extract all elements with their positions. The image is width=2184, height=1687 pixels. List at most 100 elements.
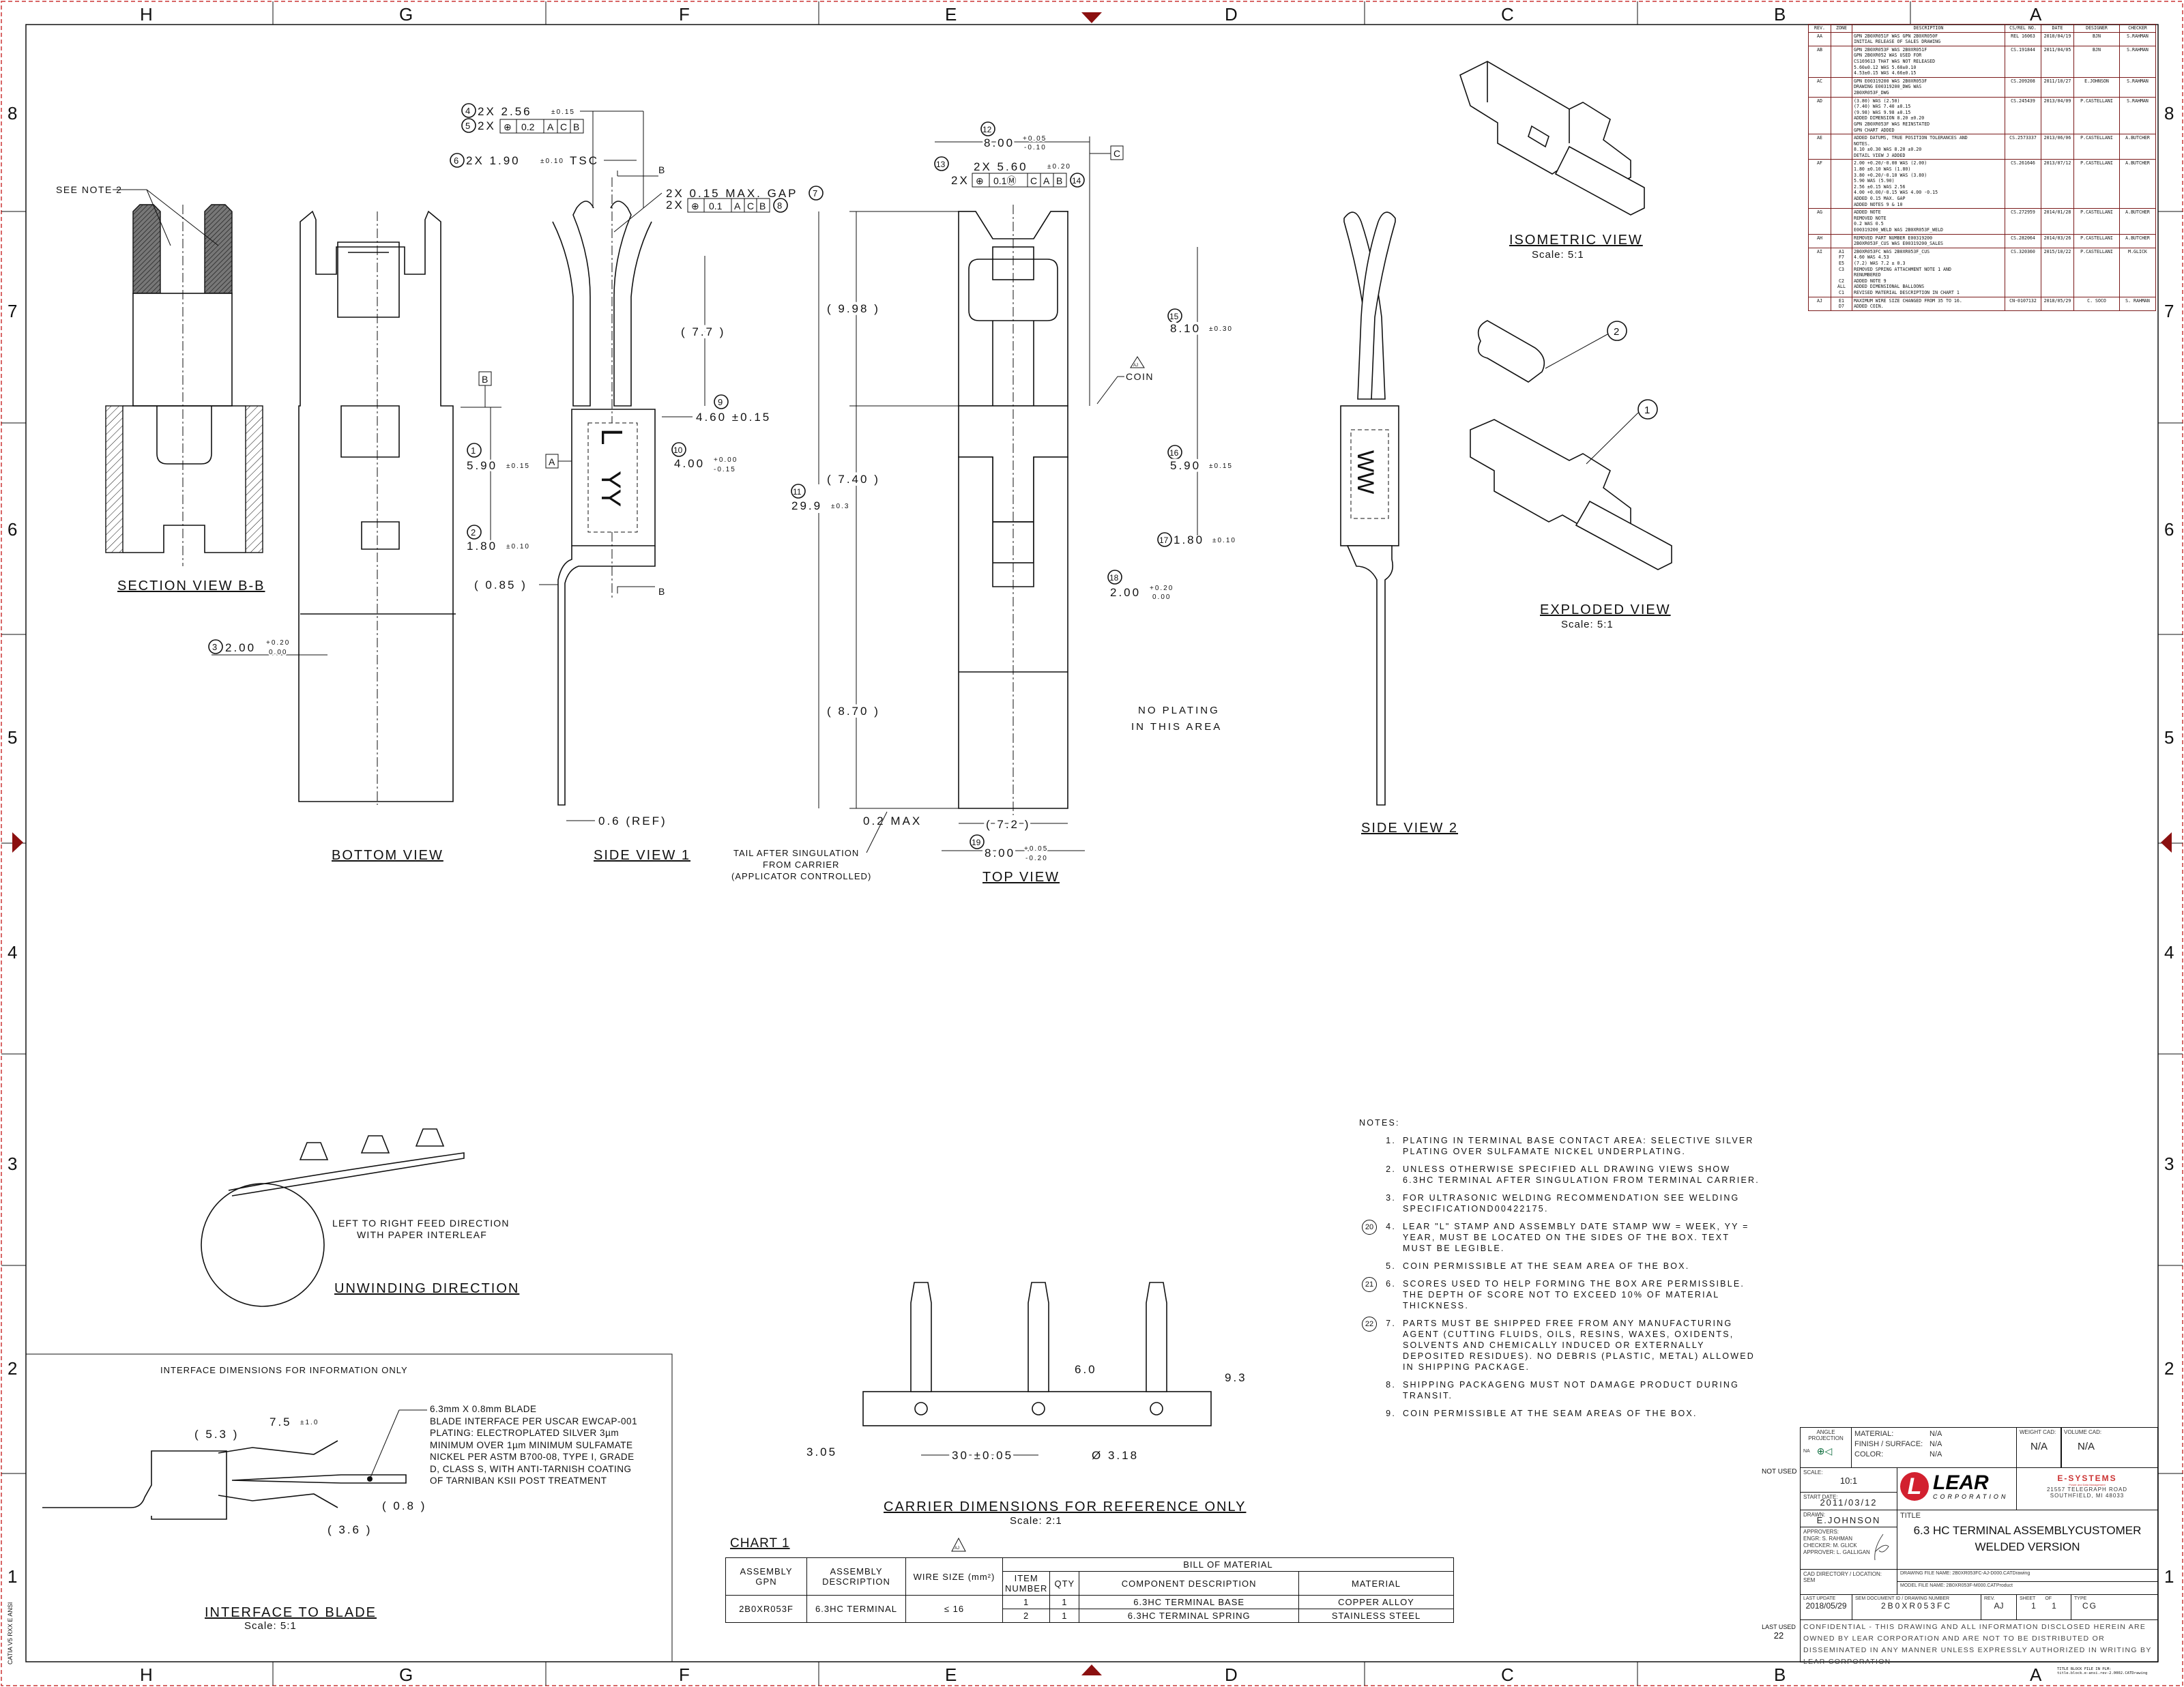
- revision-date: 2011/10/27: [2041, 76, 2074, 98]
- balloon: 17: [1159, 536, 1169, 545]
- dim-suffix: TSC: [570, 154, 599, 167]
- not-used-label: NOT USED: [1762, 1468, 1797, 1476]
- revision-date: 2015/10/22: [2041, 247, 2074, 297]
- drawing-file-name: DRAWING FILE NAME: 2B0XR053FC-AJ-D000.CA…: [1897, 1569, 2158, 1582]
- component-cell: 6.3HC TERMINAL SPRING: [1079, 1609, 1299, 1623]
- balloon: 13: [936, 160, 946, 169]
- dim-tol: 0.00: [269, 649, 287, 656]
- dim-value: 0.2 MAX: [863, 815, 922, 827]
- label: CAD DIRECTORY / LOCATION:: [1803, 1571, 1882, 1577]
- bottom-view: BOTTOM VIEW: [298, 210, 456, 863]
- datum-c: C: [1113, 148, 1120, 159]
- revision-designer: P.CASTELLANI: [2073, 159, 2120, 209]
- unwinding-note: LEFT TO RIGHT FEED DIRECTION: [332, 1218, 510, 1229]
- label: COLOR:: [1854, 1450, 1884, 1458]
- dim-tol: +0.05: [1024, 845, 1048, 853]
- col-header: DESCRIPTION: [1852, 24, 2005, 33]
- dim-value: ( 5.3 ): [194, 1428, 239, 1441]
- side-view-2: WW SIDE VIEW 2: [1340, 211, 1457, 836]
- balloon: 4: [465, 106, 470, 116]
- dim-tol: ±0.10: [1212, 537, 1236, 544]
- fcf-tol: 0.1: [709, 201, 723, 211]
- note-text: COIN PERMISSIBLE AT THE SEAM AREA OF THE…: [1403, 1261, 1690, 1271]
- dim-value: 6.0: [1075, 1363, 1097, 1376]
- zone-row: 7: [8, 301, 17, 321]
- revision-desc: MAXIMUM WIRE SIZE CHANGED FROM 35 TO 16.…: [1852, 296, 2005, 311]
- note-number: 9.: [1386, 1409, 1396, 1418]
- col-header: DESIGNER: [2073, 24, 2120, 33]
- revision-rev: AD: [1808, 96, 1831, 135]
- dim-value: 7.5: [270, 1415, 292, 1428]
- title-block-file-note: TITLE BLOCK FILE IN PLM:title.block.e-an…: [2057, 1667, 2147, 1675]
- revision-rev: AB: [1808, 45, 1831, 78]
- revision-cs: CS.282064: [2005, 233, 2041, 248]
- revision-cs: CS.320360: [2005, 247, 2041, 297]
- revision-cs: REL 16063: [2005, 31, 2041, 46]
- revision-zone: [1831, 233, 1852, 248]
- balloon: 2: [471, 527, 476, 538]
- tail-note: FROM CARRIER: [763, 860, 839, 870]
- revision-cs: CS.209208: [2005, 76, 2041, 98]
- company-sub: CORPORATION: [1933, 1493, 2009, 1500]
- fcf-datum: B: [573, 121, 579, 132]
- revision-checker: A.BUTCHER: [2119, 233, 2156, 248]
- value: title.block.e-ansi.rev-2.0002.CATDrawing: [2057, 1671, 2148, 1675]
- zone-row: 3: [8, 1154, 17, 1174]
- tail-note: TAIL AFTER SINGULATION: [733, 848, 859, 858]
- zone-row: 6: [8, 519, 17, 540]
- dim-tol: +0.20: [266, 639, 290, 647]
- revision-cs: CS.191844: [2005, 45, 2041, 78]
- value: SEM: [1803, 1577, 1816, 1583]
- confidential-notice: CONFIDENTIAL - THIS DRAWING AND ALL INFO…: [1800, 1619, 2158, 1666]
- value: AJ: [1994, 1601, 2004, 1611]
- balloon: 8: [777, 201, 782, 211]
- zone-row: 2: [2164, 1358, 2174, 1379]
- zone-col: E: [945, 1664, 957, 1685]
- blade-note-line: D, CLASS S, WITH ANTI-TARNISH COATING: [430, 1463, 632, 1474]
- dim-value: ( 9.98 ): [827, 302, 880, 315]
- note-text: PLATING IN TERMINAL BASE CONTACT AREA: S…: [1403, 1136, 1754, 1156]
- revision-rev: AE: [1808, 134, 1831, 160]
- table-row: 2 1 6.3HC TERMINAL SPRING STAINLESS STEE…: [726, 1609, 1454, 1623]
- dim-tol: +0.20: [1150, 585, 1174, 592]
- zone-row: 1: [8, 1566, 17, 1587]
- zone-col: A: [2030, 1664, 2042, 1685]
- dim-value: 2.00: [1110, 586, 1141, 599]
- revision-cs: CS.272959: [2005, 208, 2041, 235]
- label: FINISH / SURFACE:: [1854, 1440, 1923, 1448]
- revision-designer: P.CASTELLANI: [2073, 233, 2120, 248]
- balloon: 6: [454, 156, 458, 166]
- angle-projection-label: ANGLE PROJECTION: [1808, 1429, 1844, 1441]
- dim-value: ( 8.70 ): [827, 705, 880, 718]
- revision-rev: AA: [1808, 31, 1831, 46]
- balloon-2: 2: [1614, 326, 1619, 338]
- col-header: MATERIAL: [1298, 1571, 1454, 1596]
- label: OF: [2045, 1596, 2052, 1601]
- revision-desc: 2B0XR053FC WAS 2B0XR053F_CUS 4.60 WAS 4.…: [1852, 247, 2005, 297]
- balloon: 21: [1362, 1277, 1377, 1292]
- balloon: 14: [1072, 176, 1081, 186]
- col-header: BILL OF MATERIAL: [1002, 1557, 1454, 1572]
- revision-checker: S.RAHMAN: [2119, 76, 2156, 98]
- balloon: 22: [1362, 1317, 1377, 1332]
- section-view-bb: SEE NOTE 2 SECTION VIEW B-B: [56, 184, 263, 593]
- dim-prefix: 2X: [478, 119, 496, 132]
- label: LAST USED: [1762, 1624, 1796, 1630]
- zone-col: D: [1225, 4, 1238, 25]
- value: N/A: [1930, 1450, 1942, 1458]
- revision-date: 2018/05/29: [2041, 296, 2074, 311]
- revision-designer: P.CASTELLANI: [2073, 247, 2120, 297]
- zone-col: H: [140, 4, 153, 25]
- fcf-tol: 0.1Ⓜ: [993, 175, 1016, 186]
- approvers-cell: APPROVERS: ENGR: S. RAHMAN CHECKER: M. G…: [1800, 1527, 1897, 1570]
- tail-note: (APPLICATOR CONTROLLED): [731, 871, 871, 881]
- dim-value: 4.60 ±0.15: [696, 411, 771, 424]
- label: TYPE: [2074, 1596, 2087, 1601]
- dim-value: 2X 1.90: [466, 154, 521, 167]
- note-number: 6.: [1386, 1279, 1396, 1289]
